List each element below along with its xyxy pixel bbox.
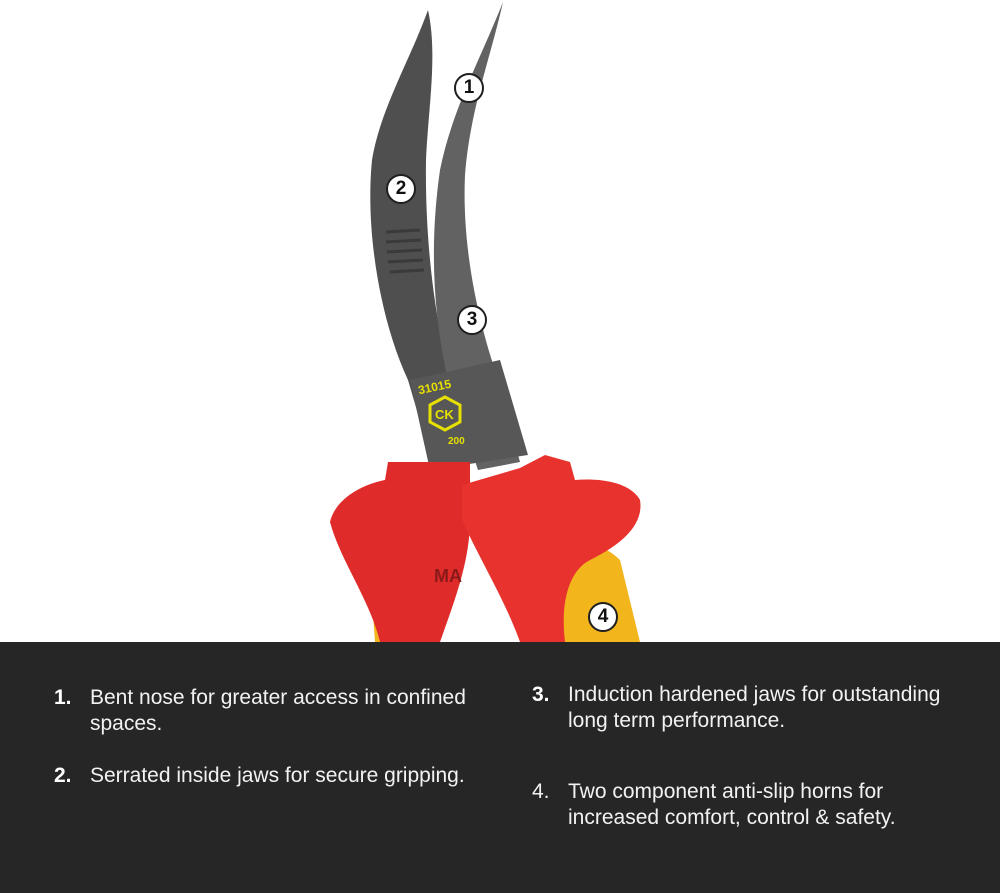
left-jaw: [370, 10, 470, 455]
right-jaw: [433, 2, 520, 470]
right-handle: [462, 455, 641, 642]
pivot-block: [410, 360, 528, 470]
feature-item-2: 2. Serrated inside jaws for secure gripp…: [54, 763, 474, 789]
feature-text: Serrated inside jaws for secure gripping…: [90, 764, 465, 787]
callout-marker-1: 1: [454, 73, 484, 103]
feature-item-4: 4. Two component anti-slip horns for inc…: [532, 779, 972, 831]
feature-item-3: 3. Induction hardened jaws for outstandi…: [532, 682, 972, 734]
yellow-grip-right: [560, 545, 640, 642]
logo-hexagon: [428, 395, 462, 432]
feature-list-panel: [0, 642, 1000, 893]
feature-number: 4.: [532, 780, 550, 803]
handle-mark: MA: [434, 566, 462, 586]
callout-marker-3: 3: [457, 305, 487, 335]
logo-model-number: 31015: [417, 377, 453, 398]
logo-brand: CK: [435, 407, 454, 422]
pliers-photo: 31015 CK 200 MA 1 2 3 4: [330, 2, 641, 642]
pliers-illustration: 31015 CK 200 MA: [330, 2, 641, 642]
feature-text: Induction hardened jaws for outstanding …: [568, 683, 941, 732]
feature-number: 3.: [532, 683, 550, 706]
feature-number: 2.: [54, 764, 72, 787]
feature-text: Two component anti-slip horns for increa…: [568, 780, 896, 829]
callout-marker-2: 2: [386, 174, 416, 204]
left-handle: [330, 462, 470, 642]
feature-number: 1.: [54, 686, 72, 709]
feature-text: Bent nose for greater access in confined…: [90, 686, 466, 735]
logo-size: 200: [448, 436, 465, 447]
jaw-serrations: [385, 228, 425, 274]
callout-marker-4: 4: [588, 602, 618, 632]
feature-item-1: 1. Bent nose for greater access in confi…: [54, 685, 474, 737]
